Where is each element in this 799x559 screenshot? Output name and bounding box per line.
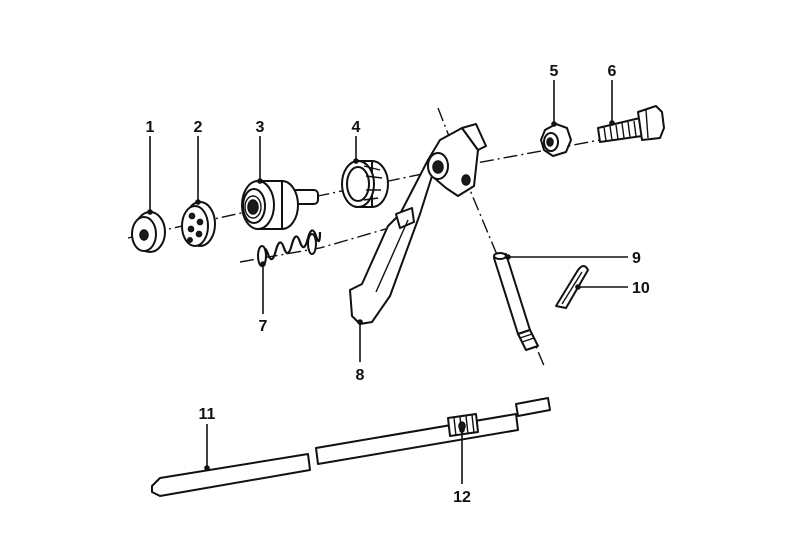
callout-11: 11 <box>199 406 216 471</box>
part-1-cap <box>131 211 166 253</box>
callout-12-label: 12 <box>453 489 471 506</box>
callout-4: 4 <box>352 119 361 164</box>
callout-5-label: 5 <box>550 63 559 80</box>
callout-9-label: 9 <box>632 250 641 267</box>
part-10-split-pin <box>555 265 589 309</box>
part-5-nut <box>540 123 572 157</box>
callout-5: 5 <box>550 63 559 127</box>
callout-10-label: 10 <box>632 280 650 297</box>
part-8-lever <box>349 123 487 325</box>
callout-8-label: 8 <box>356 367 365 384</box>
callout-7-label: 7 <box>259 318 268 335</box>
callout-10: 10 <box>575 280 650 297</box>
callout-7: 7 <box>259 261 268 335</box>
callout-2-label: 2 <box>194 119 203 136</box>
part-9-pin <box>493 252 539 351</box>
part-2-disc <box>181 201 216 247</box>
part-7-spring <box>257 229 322 267</box>
part-3-roller <box>241 180 319 230</box>
callout-2: 2 <box>194 119 203 205</box>
callout-3: 3 <box>256 119 265 184</box>
part-12-shaft <box>315 397 551 465</box>
callout-11-label: 11 <box>199 406 216 423</box>
callout-6: 6 <box>608 63 617 126</box>
callout-9: 9 <box>505 250 641 267</box>
part-11-shaft <box>151 453 311 497</box>
callout-1: 1 <box>146 119 155 215</box>
callout-1-label: 1 <box>146 119 155 136</box>
callout-8: 8 <box>356 319 365 384</box>
callout-4-label: 4 <box>352 119 361 136</box>
part-4-ring <box>341 160 389 208</box>
callout-12: 12 <box>453 427 471 506</box>
part-6-bolt <box>597 105 665 143</box>
callout-3-label: 3 <box>256 119 265 136</box>
callout-6-label: 6 <box>608 63 617 80</box>
